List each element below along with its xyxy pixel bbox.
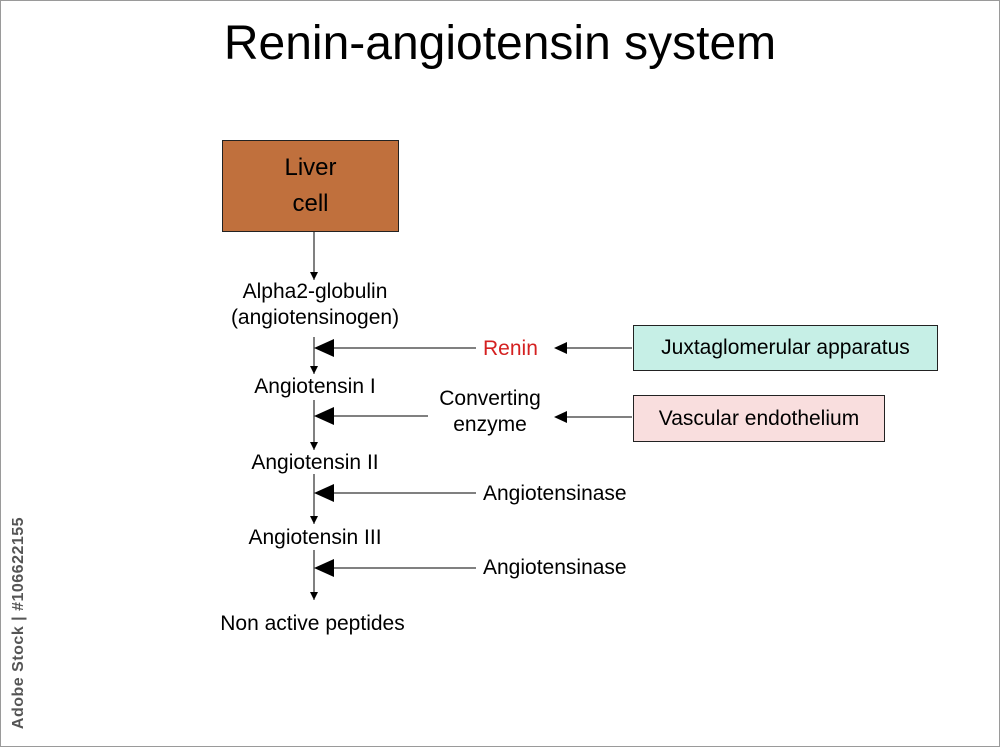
non-active-peptides-label: Non active peptides	[220, 612, 405, 635]
angiotensinase-1-action-arrowhead	[314, 484, 334, 502]
vascular-endothelium-box: Vascular endothelium	[633, 395, 885, 442]
angiotensinase-2-label: Angiotensinase	[483, 556, 627, 579]
diagram-title: Renin-angiotensin system	[223, 17, 777, 70]
liver-cell-line1: Liver	[284, 154, 337, 181]
converting-enzyme-line2: enzyme	[453, 413, 527, 436]
angiotensinase-1-label: Angiotensinase	[483, 482, 627, 505]
angiotensin-1-label: Angiotensin I	[254, 375, 376, 398]
angiotensin-2-label: Angiotensin II	[251, 451, 379, 474]
juxtaglomerular-apparatus-box: Juxtaglomerular apparatus	[633, 325, 938, 371]
juxtaglomerular-apparatus-label: Juxtaglomerular apparatus	[661, 336, 910, 359]
renin-action-arrowhead	[314, 339, 334, 357]
renin-label: Renin	[483, 337, 538, 360]
vascular-to-converting-arrowhead	[554, 411, 567, 423]
juxta-to-renin-arrowhead	[554, 342, 567, 354]
converting-enzyme-line1: Converting	[439, 387, 541, 410]
alpha2-globulin-label: Alpha2-globulin (angiotensinogen)	[200, 279, 430, 331]
converting-enzyme-label: Converting enzyme	[425, 386, 555, 438]
stock-watermark-text: Adobe Stock | #106622155	[10, 516, 27, 730]
alpha2-line1: Alpha2-globulin	[242, 280, 388, 303]
alpha2-line2: (angiotensinogen)	[230, 306, 400, 329]
liver-cell-line2: cell	[292, 190, 329, 217]
converting-enzyme-action-arrowhead	[314, 407, 334, 425]
vascular-endothelium-label: Vascular endothelium	[658, 406, 860, 430]
liver-cell-box: Liver cell	[222, 140, 399, 232]
angiotensin-3-label: Angiotensin III	[248, 526, 382, 549]
angiotensinase-2-action-arrowhead	[314, 559, 334, 577]
stock-watermark: Adobe Stock | #106622155	[6, 513, 32, 733]
